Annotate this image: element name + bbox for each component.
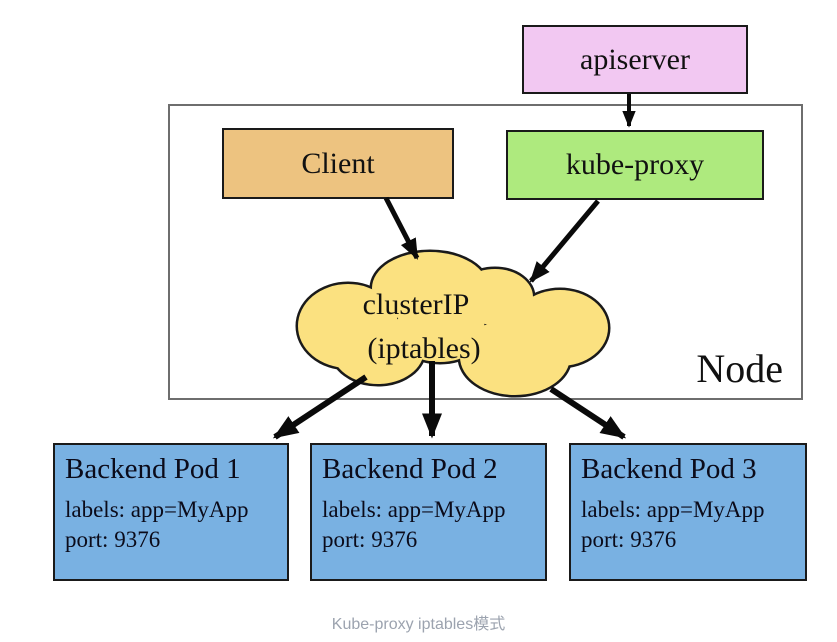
pod-title: Backend Pod 3	[581, 453, 757, 485]
pod-labels: labels: app=MyApp	[322, 497, 506, 522]
kube-proxy-label: kube-proxy	[565, 148, 705, 181]
pod-port: port: 9376	[65, 527, 161, 552]
kube-proxy-box: kube-proxy	[506, 130, 764, 200]
clusterip-cloud: clusterIP (iptables)	[295, 249, 611, 398]
pod-title: Backend Pod 2	[322, 453, 498, 485]
backend-pod-2-box: Backend Pod 2 labels: app=MyApp port: 93…	[310, 443, 547, 581]
apiserver-box: apiserver	[522, 25, 748, 94]
client-box: Client	[222, 128, 454, 199]
pod-port: port: 9376	[322, 527, 418, 552]
cloud-label-line2: (iptables)	[367, 332, 480, 365]
pod-labels: labels: app=MyApp	[65, 497, 249, 522]
backend-pod-1-box: Backend Pod 1 labels: app=MyApp port: 93…	[53, 443, 289, 581]
pod-labels: labels: app=MyApp	[581, 497, 765, 522]
cloud-label-line1: clusterIP	[363, 288, 470, 321]
node-boundary: Node	[168, 104, 803, 400]
pod-port: port: 9376	[581, 527, 677, 552]
cloud-fill	[298, 252, 608, 395]
node-label: Node	[696, 346, 783, 391]
pod-title: Backend Pod 1	[65, 453, 241, 485]
client-label: Client	[301, 146, 375, 180]
apiserver-label: apiserver	[580, 42, 690, 76]
diagram-caption: Kube-proxy iptables模式	[331, 616, 506, 633]
backend-pod-3-box: Backend Pod 3 labels: app=MyApp port: 93…	[569, 443, 807, 581]
